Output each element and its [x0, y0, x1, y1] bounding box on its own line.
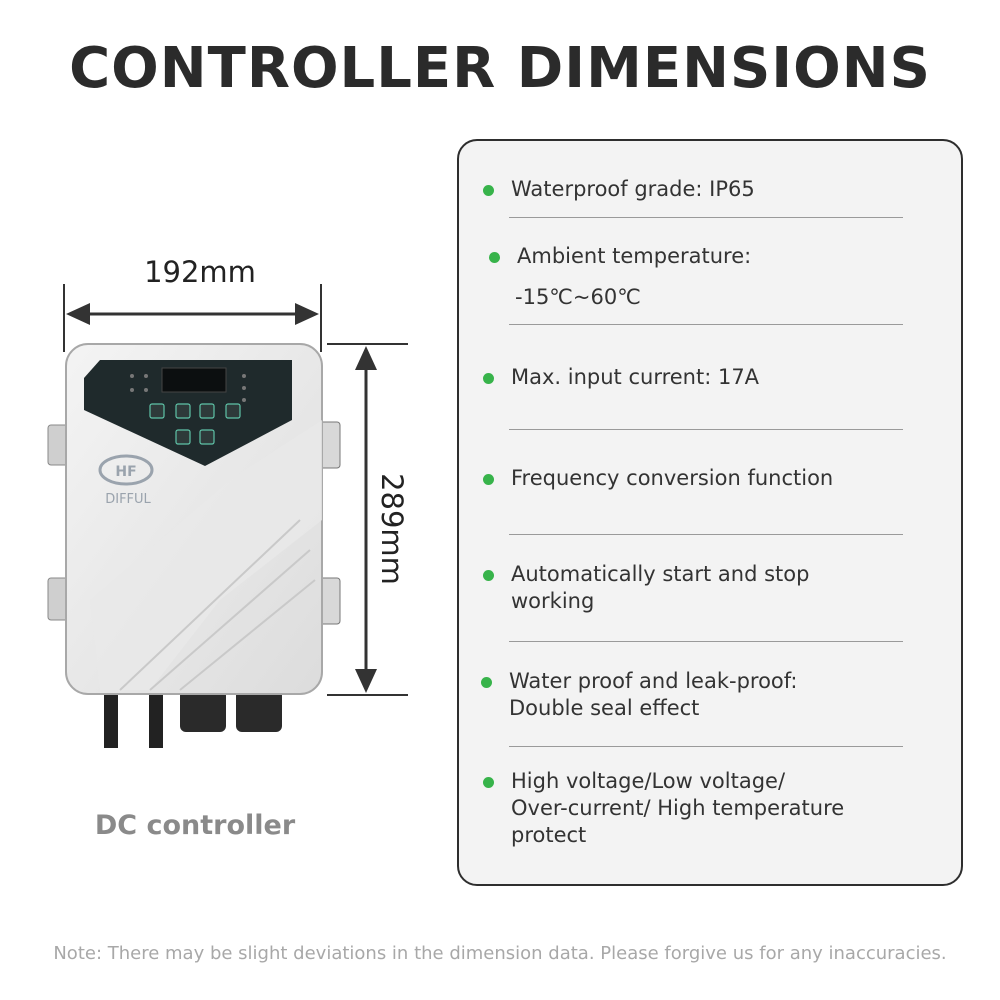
bullet-icon — [483, 373, 494, 384]
spec-text: Over-current/ High temperature — [511, 796, 845, 820]
spec-panel: Waterproof grade: IP65 Ambient temperatu… — [457, 139, 963, 886]
spec-text: Double seal effect — [509, 696, 700, 720]
spec-item: Max. input current: 17A — [483, 364, 911, 391]
spec-text: Water proof and leak-proof: — [509, 669, 798, 693]
page-title: CONTROLLER DIMENSIONS — [69, 36, 931, 101]
spec-item: High voltage/Low voltage/ Over-current/ … — [483, 768, 911, 849]
spec-text: Frequency conversion function — [511, 466, 834, 490]
divider — [509, 534, 903, 535]
spec-text: -15℃~60℃ — [515, 285, 641, 309]
spec-text: Ambient temperature: — [517, 244, 752, 268]
bullet-icon — [483, 777, 494, 788]
width-dimension-label: 192mm — [144, 255, 256, 289]
bullet-icon — [489, 252, 500, 263]
bullet-icon — [481, 677, 492, 688]
spec-text: Automatically start and stop — [511, 562, 810, 586]
brand-logo-text: DIFFUL — [105, 492, 151, 507]
divider — [509, 217, 903, 218]
divider — [509, 429, 903, 430]
spec-text: High voltage/Low voltage/ — [511, 769, 786, 793]
spec-text: protect — [511, 823, 587, 847]
spec-text: Max. input current: 17A — [511, 365, 760, 389]
bullet-icon — [483, 474, 494, 485]
spec-item: Ambient temperature: -15℃~60℃ — [489, 243, 917, 311]
spec-item: Waterproof grade: IP65 — [483, 176, 911, 203]
spec-item: Frequency conversion function — [483, 465, 911, 492]
bullet-icon — [483, 185, 494, 196]
device-caption: DC controller — [94, 810, 296, 841]
disclaimer-note: Note: There may be slight deviations in … — [53, 943, 947, 964]
spec-text: Waterproof grade: IP65 — [511, 177, 755, 201]
svg-text:HF: HF — [115, 464, 136, 480]
spec-text: working — [511, 589, 595, 613]
divider — [509, 324, 903, 325]
divider — [509, 641, 903, 642]
divider — [509, 746, 903, 747]
bullet-icon — [483, 570, 494, 581]
spec-item: Water proof and leak-proof: Double seal … — [481, 668, 909, 722]
spec-item: Automatically start and stop working — [483, 561, 911, 615]
